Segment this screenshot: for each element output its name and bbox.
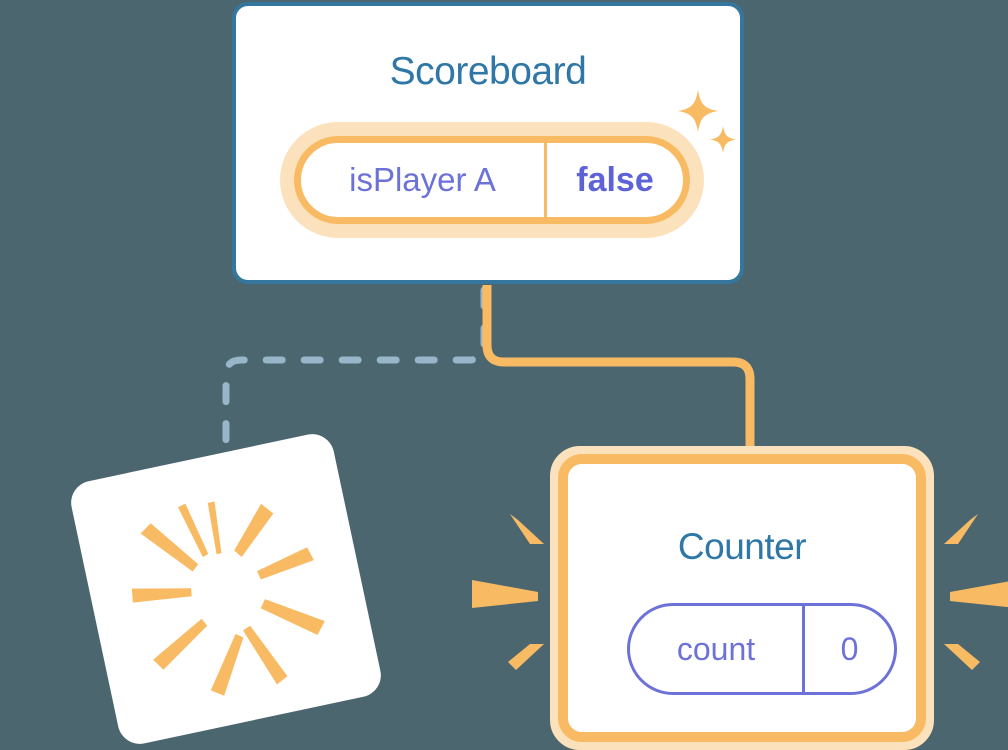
counter-state-key: count [630,606,805,692]
counter-state-value: 0 [840,630,859,667]
counter-state-pill[interactable]: count 0 [627,603,897,695]
scoreboard-state-key: isPlayer A [301,143,547,217]
connector-scoreboard-to-counter [482,285,755,470]
counter-title: Counter [677,526,807,567]
scoreboard-state-pill[interactable]: isPlayer A false [294,136,690,224]
counter-rays-right-icon [944,514,1008,670]
scoreboard-state-pill-highlight: isPlayer A false [280,122,704,238]
counter-rays-left-icon [472,514,544,670]
counter-card-content: Counter count 0 [568,464,916,732]
scoreboard-card[interactable]: Scoreboard isPlayer A false [232,2,744,284]
scoreboard-title: Scoreboard [389,50,587,93]
counter-card[interactable]: Counter count 0 [550,446,934,750]
scoreboard-state-value: false [576,160,654,199]
burst-icon [131,501,325,696]
blank-card[interactable] [67,430,385,748]
